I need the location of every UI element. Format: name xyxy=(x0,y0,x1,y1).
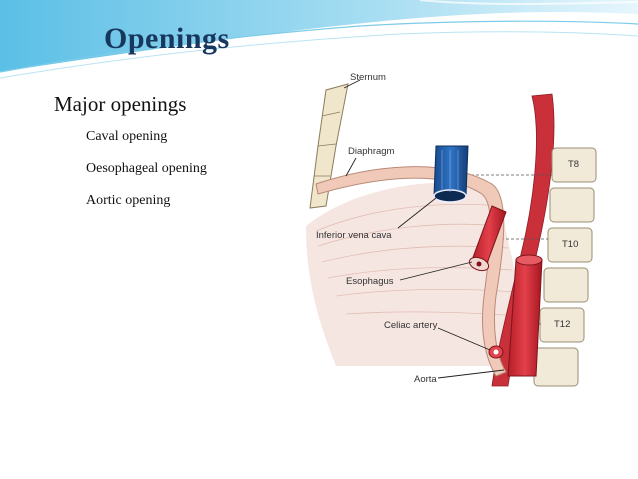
vertebra-t10 xyxy=(547,227,593,263)
vertebra-t8 xyxy=(551,147,597,183)
muscle-fan xyxy=(306,182,536,366)
esophagus xyxy=(468,205,507,272)
vertebra-t9 xyxy=(549,187,595,223)
bullet-caval-opening: Caval opening xyxy=(86,129,168,144)
label-t12: T12 xyxy=(554,319,570,330)
header-swoosh xyxy=(0,0,638,79)
vertebra-t12 xyxy=(539,307,585,343)
bullet-aortic-opening: Aortic opening xyxy=(86,193,171,208)
label-aorta: Aorta xyxy=(414,374,437,385)
label-t10: T10 xyxy=(562,239,578,250)
label-sternum: Sternum xyxy=(350,72,386,83)
label-diaphragm: Diaphragm xyxy=(348,146,395,157)
label-t8: T8 xyxy=(568,159,579,170)
vertebra-l1 xyxy=(533,347,579,387)
inferior-vena-cava xyxy=(433,145,469,203)
label-esophagus: Esophagus xyxy=(346,276,394,287)
label-inferior-vena-cava: Inferior vena cava xyxy=(316,230,392,241)
bullet-oesophageal-opening: Oesophageal opening xyxy=(86,161,207,176)
aorta xyxy=(488,254,543,377)
diaphragm-openings-illustration: Sternum Diaphragm Inferior vena cava Eso… xyxy=(306,72,597,387)
label-celiac-artery: Celiac artery xyxy=(384,320,438,331)
vertebral-column xyxy=(533,147,597,387)
posterior-wall xyxy=(491,93,555,387)
celiac-artery xyxy=(488,345,504,359)
section-heading: Major openings xyxy=(54,92,187,116)
slide-title: Openings xyxy=(104,22,230,55)
vertebra-t11 xyxy=(543,267,589,303)
